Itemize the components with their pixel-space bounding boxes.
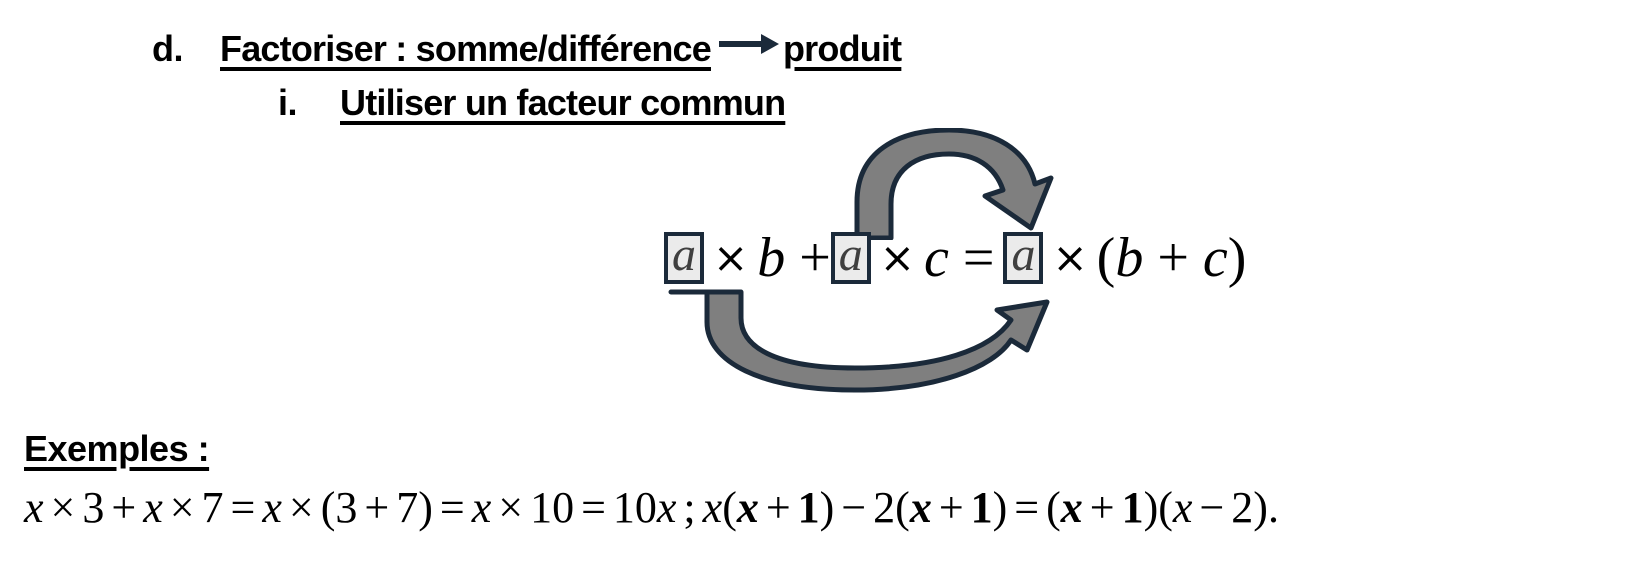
long-rightwards-arrow-icon [717,24,781,66]
boxed-common-factor-3-label: a [1011,228,1036,281]
section-heading: d. Factoriser : somme/différence produit [152,28,902,70]
example-token: 3 [335,483,358,532]
example-token: x [909,483,932,532]
multiply-symbol-2: × [879,233,915,282]
subsection-heading: i. Utiliser un facteur commun [278,82,786,124]
example-token: 1 [1121,483,1144,532]
examples-equation-line: x×3+x×7=x×(3+7)=x×10=10x;x(x+1)−2(x+1)=(… [24,482,1279,535]
equals-symbol: = [962,227,995,289]
example-token: 1 [797,483,820,532]
example-token: ) [1143,483,1159,532]
example-token: = [230,483,256,532]
section-heading-label-after: produit [782,28,902,69]
example-token: = [439,483,465,532]
plus-symbol-1: + [799,227,831,289]
example-token: ( [320,483,336,532]
variable-c-2: c [1202,227,1228,289]
boxed-common-factor-1-label: a [672,228,696,281]
example-token: + [111,483,137,532]
example-token: 3 [82,483,105,532]
example-token: × [169,483,195,532]
examples-title: Exemples : [24,428,210,469]
example-token: x [702,483,723,532]
boxed-common-factor-2: a [830,228,871,284]
curved-arrow-bottom [655,288,1075,423]
example-token: x [656,483,677,532]
example-token: ) [819,483,835,532]
example-token: x [262,483,282,532]
example-token: x [1172,483,1193,532]
boxed-common-factor-3: a [1003,228,1044,284]
example-token: ) [992,483,1008,532]
section-heading-marker: d. [152,28,184,69]
example-token: ( [722,483,737,532]
example-token: ( [1158,483,1173,532]
example-token: = [1014,483,1040,532]
example-token: + [364,483,390,532]
boxed-common-factor-1: a [664,228,704,284]
example-token: 1 [970,483,993,532]
example-token: + [1089,483,1115,532]
section-heading-text: Factoriser : somme/différence produit [220,28,902,70]
example-token: 2 [873,483,896,532]
variable-b-2: b [1115,227,1144,289]
example-token: x [143,483,163,532]
example-token: ) [418,483,433,532]
boxed-common-factor-2-label: a [838,228,863,281]
plus-symbol-2: + [1157,227,1189,289]
example-token: + [765,483,791,532]
example-token: ; [683,483,696,532]
example-token: x [1060,483,1083,532]
example-token: 7 [201,483,224,532]
example-token: ) [1253,483,1268,532]
example-token: × [288,483,314,532]
example-token: ( [1046,483,1061,532]
variable-b-1: b [757,227,786,289]
example-token: × [50,483,76,532]
example-token: + [938,483,964,532]
example-token: x [471,483,492,532]
factoring-identity: a × b + a × c = a × ( b + c ) [664,230,1246,286]
example-token: − [841,483,867,532]
example-token: . [1267,483,1279,532]
multiply-symbol-1: × [713,233,749,282]
subsection-heading-marker: i. [278,82,298,123]
example-token: x [24,483,44,532]
example-token: × [498,483,524,532]
example-token: 7 [396,483,419,532]
example-token: x [736,483,759,532]
section-heading-label-before: Factoriser : somme/différence [220,28,712,69]
example-token: = [581,483,606,532]
example-token: − [1199,483,1225,532]
close-paren: ) [1227,227,1247,289]
multiply-symbol-3: × [1052,233,1088,282]
example-token: 10 [612,483,657,532]
example-token: ( [895,483,910,532]
variable-c-1: c [924,227,949,289]
example-token: 10 [530,483,575,532]
example-token: 2 [1231,483,1254,532]
open-paren: ( [1096,227,1116,289]
subsection-heading-text: Utiliser un facteur commun [340,82,786,123]
